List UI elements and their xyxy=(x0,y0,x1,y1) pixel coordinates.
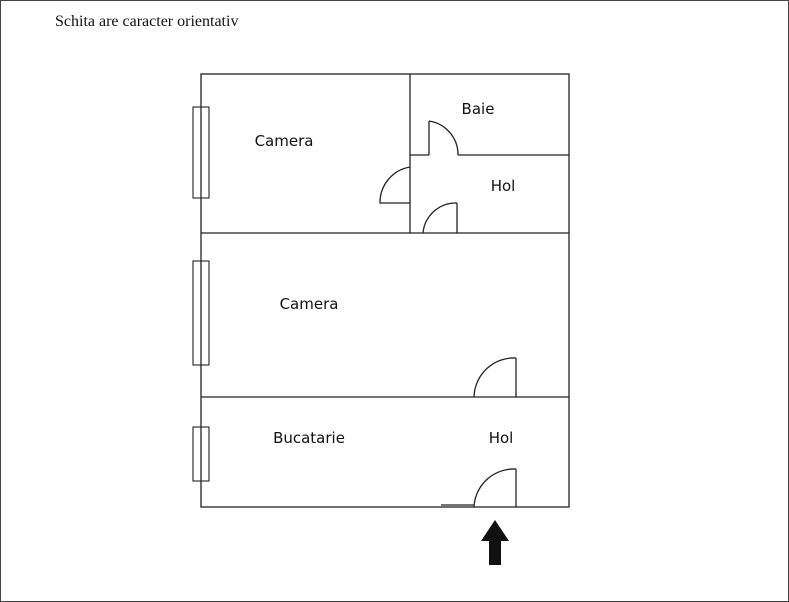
room-label-camera-middle: Camera xyxy=(280,295,339,313)
room-label-camera-top: Camera xyxy=(255,132,314,150)
door-camera-top xyxy=(379,166,411,204)
room-label-hol-bottom: Hol xyxy=(489,429,514,447)
room-label-bucatarie: Bucatarie xyxy=(273,429,345,447)
window-camera-middle xyxy=(192,260,210,366)
door-hol-top xyxy=(422,202,458,234)
door-baie xyxy=(428,120,459,156)
room-label-baie: Baie xyxy=(462,100,495,118)
door-camera-middle xyxy=(473,357,517,398)
disclaimer-note: Schita are caracter orientativ xyxy=(55,13,239,30)
window-camera-top xyxy=(192,106,210,199)
window-bucatarie xyxy=(192,426,210,482)
up-arrow-icon xyxy=(481,520,509,565)
entrance-door xyxy=(441,468,517,508)
room-label-hol-top: Hol xyxy=(491,177,516,195)
